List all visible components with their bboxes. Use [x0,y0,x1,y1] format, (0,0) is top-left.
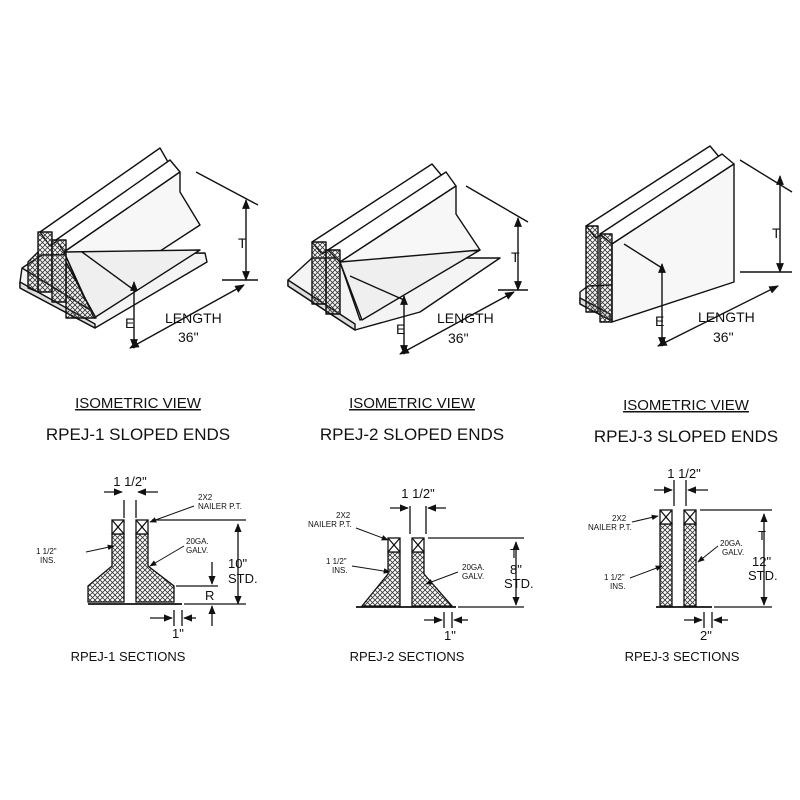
dim-t-1 [195,171,259,281]
base-dim: R [205,588,214,603]
isometric-view-rpej-3 [579,145,793,347]
length-value: 36" [448,330,469,346]
dim-height-1 [152,519,246,605]
left-curb [27,147,169,293]
dim-height-3 [700,509,772,608]
leaders-3 [629,514,719,579]
nailer-note-line2: NAILER P.T. [308,520,352,529]
left-leg [87,519,125,603]
right-leg [411,537,454,607]
section-title: RPEJ-1 SECTIONS [71,649,186,664]
height-t: T [510,546,518,561]
nailer-note-line2: NAILER P.T. [588,523,632,532]
section-title: RPEJ-3 SECTIONS [625,649,740,664]
section-rpej-1 [85,488,246,626]
leaders-2 [351,527,459,585]
dim-e-label: E [396,321,405,337]
isometric-view-rpej-1 [19,147,259,349]
section-rpej-3 [629,480,772,628]
dim-length-1 [129,284,245,349]
height-value: 8" [510,562,522,577]
right-curb [51,159,201,319]
galv-note-line1: 20GA. [720,539,743,548]
isometric-view-rpej-2 [287,163,529,355]
insulation-note-line2: INS. [610,582,626,591]
height-t: T [758,528,766,543]
galv-note-line2: GALV. [722,548,744,557]
length-label: LENGTH [437,310,494,326]
height-std: STD. [504,576,534,591]
height-value: 10" [228,556,247,571]
length-value: 36" [713,329,734,345]
insulation-note-line2: INS. [40,556,56,565]
view-heading: ISOMETRIC VIEW [75,395,202,412]
dim-width-3 [654,480,708,506]
insulation-note-line1: 1 1/2" [326,557,347,566]
dim-t-label: T [238,235,247,251]
dim-length-2 [399,291,515,355]
width-dim: 1 1/2" [113,474,147,489]
foot-dim: 1" [172,626,184,641]
height-std: STD. [748,568,778,583]
view-heading: ISOMETRIC VIEW [623,397,750,414]
galv-note-line1: 20GA. [462,563,485,572]
foot-dim: 1" [444,628,456,643]
dim-foot-3 [684,612,728,628]
insulation-note-line1: 1 1/2" [604,573,625,582]
dim-t-label: T [772,225,781,241]
view-title: RPEJ-1 SLOPED ENDS [46,425,230,444]
dim-length-3 [657,285,779,347]
length-value: 36" [178,329,199,345]
nailer-note-line2: NAILER P.T. [198,502,242,511]
length-label: LENGTH [698,309,755,325]
dim-t-3 [739,159,793,273]
nailer-note-line1: 2X2 [612,514,627,523]
dim-e-label: E [125,315,134,331]
dim-width-2 [390,504,446,534]
view-title: RPEJ-3 SLOPED ENDS [594,427,778,446]
insulation-note-line1: 1 1/2" [36,547,57,556]
height-std: STD. [228,571,258,586]
height-value: 12" [752,554,771,569]
leaders-1 [85,505,195,567]
left-leg [360,537,401,607]
dim-foot-2 [424,612,468,628]
view-heading: ISOMETRIC VIEW [349,395,476,412]
dim-foot-1 [150,610,196,626]
dim-r-1 [176,562,218,626]
section-title: RPEJ-2 SECTIONS [350,649,465,664]
nailer-note-line1: 2X2 [198,493,213,502]
width-dim: 1 1/2" [401,486,435,501]
foot-dim: 2" [700,628,712,643]
nailer-note-line1: 2X2 [336,511,351,520]
section-rpej-2 [351,504,524,628]
galv-note-line1: 20GA. [186,537,209,546]
galv-note-line2: GALV. [462,572,484,581]
length-label: LENGTH [165,310,222,326]
left-leg [659,509,673,607]
dim-t-label: T [511,249,520,265]
left-curb [311,163,443,305]
right-curb [599,153,735,323]
right-leg [135,519,175,603]
width-dim: 1 1/2" [667,466,701,481]
dim-width-1 [104,488,158,518]
galv-note-line2: GALV. [186,546,208,555]
dim-height-2 [428,537,524,608]
insulation-note-line2: INS. [332,566,348,575]
dim-t-2 [465,185,529,291]
right-leg [683,509,697,607]
dim-e-label: E [655,313,664,329]
view-title: RPEJ-2 SLOPED ENDS [320,425,504,444]
